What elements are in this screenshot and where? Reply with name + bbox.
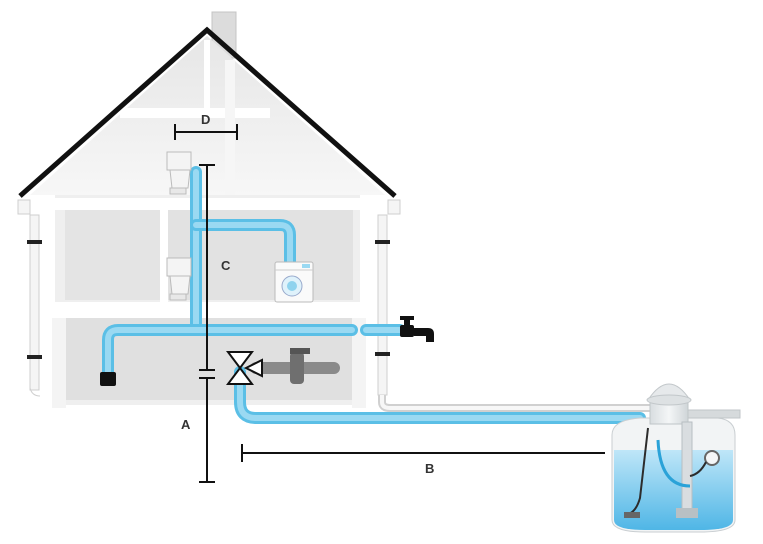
attic-floor xyxy=(120,108,270,118)
right-downpipe xyxy=(375,200,400,395)
label-d: D xyxy=(201,112,210,127)
washing-machine-icon xyxy=(275,262,313,302)
label-c: C xyxy=(221,258,231,273)
upper-floor xyxy=(40,198,370,210)
ground-floor xyxy=(45,302,365,318)
toilet-icon xyxy=(167,152,191,194)
drain-fitting xyxy=(100,372,116,386)
label-a: A xyxy=(181,417,191,432)
left-downpipe xyxy=(18,200,42,396)
toilet-icon xyxy=(167,258,191,300)
label-b: B xyxy=(425,461,434,476)
tap-icon xyxy=(400,316,434,342)
